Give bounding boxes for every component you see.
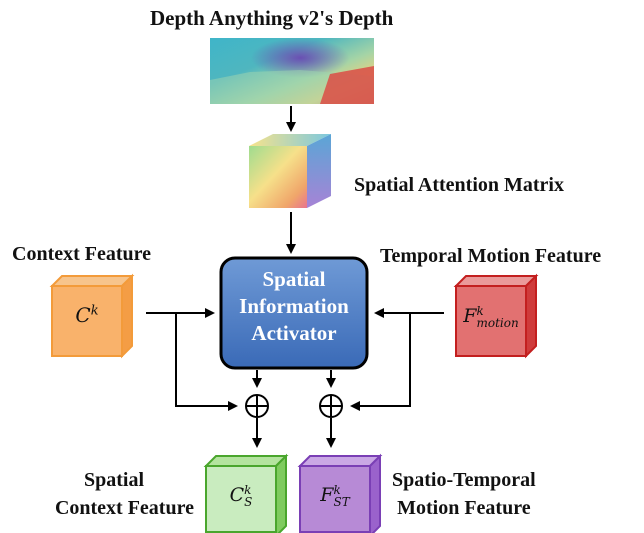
connectors: [146, 308, 444, 448]
spatio-temporal-line-1: Spatio-Temporal: [392, 469, 536, 491]
context-feature-label: Context Feature: [12, 243, 152, 265]
spatio-temporal-cube: [297, 453, 383, 533]
diagram-title: Depth Anything v2's Depth: [150, 6, 394, 30]
spatial-information-activator-box: [219, 256, 369, 370]
add-operator-right: [319, 394, 343, 418]
context-feature-cube: [49, 273, 135, 359]
temporal-motion-cube: [453, 273, 539, 359]
arrow-motion-to-add-right: [350, 313, 411, 411]
spatial-context-line-2: Context Feature: [54, 497, 194, 519]
depth-map-image: [210, 38, 374, 104]
spatial-context-label: Spatial Context Feature: [14, 466, 194, 522]
add-operator-left: [245, 394, 269, 418]
temporal-motion-label: Temporal Motion Feature: [380, 245, 602, 267]
spatial-attention-label: Spatial Attention Matrix: [354, 174, 564, 196]
activator-label: Spatial Information Activator: [221, 266, 367, 347]
spatio-temporal-line-2: Motion Feature: [397, 497, 531, 519]
context-cube-symbol: Ck: [75, 303, 99, 327]
arrow-context-to-add-left: [175, 313, 238, 411]
spatial-context-line-1: Spatial: [83, 469, 145, 491]
spatial-context-cube: [203, 453, 289, 533]
spatio-temporal-label: Spatio-Temporal Motion Feature: [392, 466, 536, 522]
activator-line-2: Information: [239, 294, 349, 318]
activator-line-1: Spatial: [262, 267, 326, 291]
spatial-attention-cube: [249, 134, 331, 208]
activator-line-3: Activator: [251, 321, 337, 345]
